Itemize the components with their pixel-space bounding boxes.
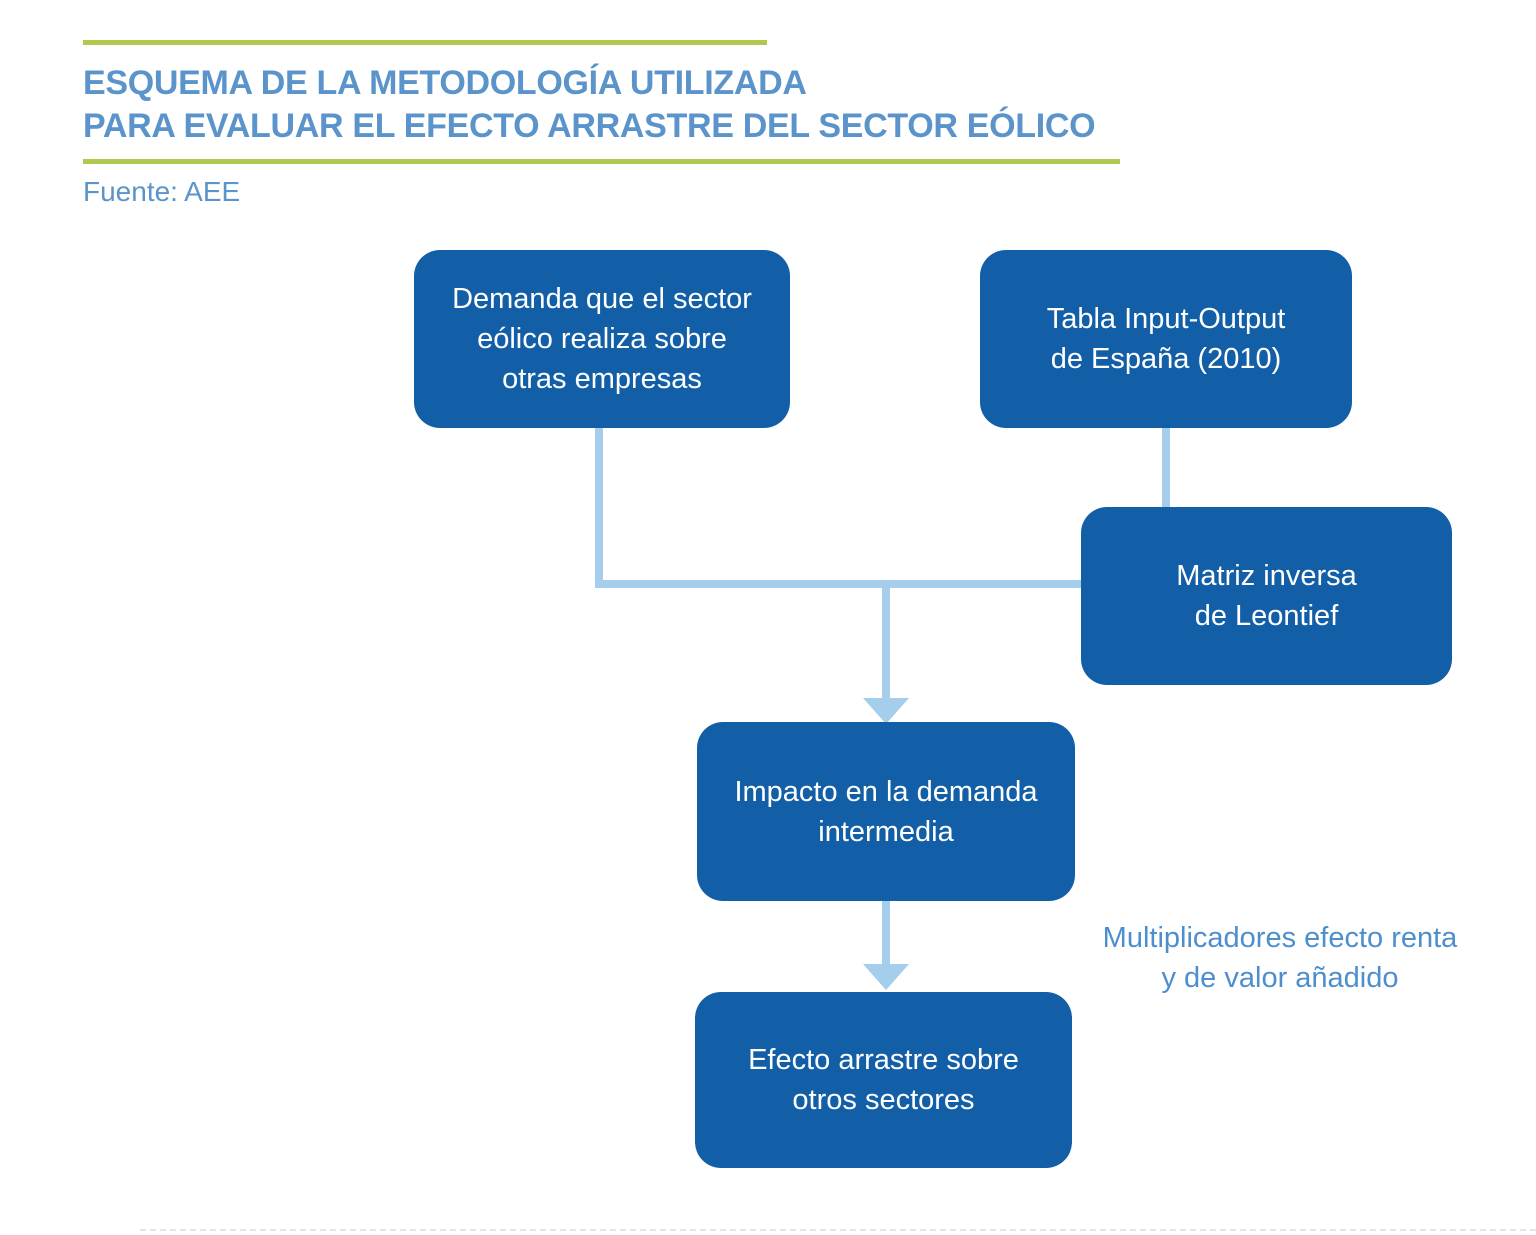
arrowhead-to-impacto-icon (863, 698, 909, 724)
source-caption: Fuente: AEE (83, 176, 241, 207)
connector-to-efecto-stem (882, 901, 890, 966)
connector-merge-horizontal (595, 580, 1081, 588)
node-label: Tabla Input-Output de España (2010) (1046, 303, 1286, 375)
node-efecto-arrastre: Efecto arrastre sobre otros sectores (695, 992, 1072, 1168)
node-impacto-demanda-intermedia: Impacto en la demanda intermedia (697, 722, 1075, 901)
connector-to-impacto-stem (882, 588, 890, 700)
node-label: Matriz inversa de Leontief (1176, 560, 1357, 632)
arrowhead-to-efecto-icon (863, 964, 909, 990)
annotation-multiplicadores: Multiplicadores efecto renta y de valor … (1102, 922, 1458, 994)
connector-demanda-down (595, 428, 603, 588)
node-demanda-sector-eolico: Demanda que el sector eólico realiza sob… (414, 250, 790, 428)
green-accent-rule-underline (83, 159, 1120, 164)
green-accent-rule-top (83, 40, 767, 45)
node-label: Demanda que el sector eólico realiza sob… (452, 283, 752, 395)
node-label: Efecto arrastre sobre otros sectores (748, 1044, 1019, 1116)
node-tabla-input-output: Tabla Input-Output de España (2010) (980, 250, 1352, 428)
node-label: Impacto en la demanda intermedia (734, 775, 1038, 848)
page-edge-artifact (140, 1229, 1536, 1231)
node-matriz-inversa-leontief: Matriz inversa de Leontief (1081, 507, 1452, 685)
page-title: ESQUEMA DE LA METODOLOGÍA UTILIZADA PARA… (83, 64, 1096, 145)
connector-tabla-to-matriz (1162, 428, 1170, 507)
